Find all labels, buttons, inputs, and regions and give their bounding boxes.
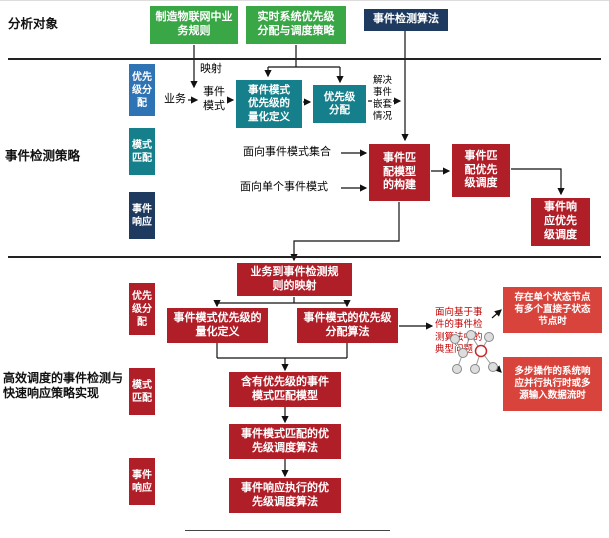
label-business: 业务 [164,93,186,105]
box-event-detection-algorithm: 事件检测算法 [364,9,448,31]
box-response-priority-scheduling: 事件响 应优先 级调度 [531,198,590,246]
box-priority-match-model: 含有优先级的事件 模式匹配模型 [229,372,341,407]
footer-rule [185,530,390,531]
box-rule-mapping: 业务到事件检测规 则的映射 [237,263,352,296]
section-label-detection-strategy: 事件检测策略 [5,149,81,163]
box-realtime-strategy: 实时系统优先级 分配与调度策略 [246,6,346,44]
label-pattern-set: 面向事件模式集合 [243,146,331,158]
side-label-pattern-match-bottom: 模式 匹配 [129,368,155,415]
box-match-scheduling-algorithm: 事件模式匹配的优 先级调度算法 [229,424,341,459]
box-match-priority-scheduling: 事件匹 配优先 级调度 [452,144,510,197]
box-match-model-construction: 事件匹 配模型 的构建 [369,144,430,201]
side-label-event-response-mid: 事件 响应 [129,192,155,239]
state-node-diagram [450,330,498,374]
highlighted-node [474,344,488,358]
label-single-pattern: 面向单个事件模式 [240,181,328,193]
label-mapping: 映射 [199,63,223,77]
box-response-scheduling-algorithm: 事件响应执行的优 先级调度算法 [229,478,341,513]
section-label-implementation: 高效调度的事件检测与 快速响应策略实现 [3,371,124,400]
box-problem-multi-step: 多步操作的系统响 应并行执行时或多 源输入数据流时 [503,357,602,411]
box-problem-single-node: 存在单个状态节点 有多个直接子状态 节点时 [503,287,602,333]
box-business-rules: 制造物联网中业 务规则 [150,6,238,44]
side-label-pattern-match-mid: 模式 匹配 [129,128,155,175]
side-label-event-response-bottom: 事件 响应 [129,458,155,505]
section-divider-top [8,58,601,60]
box-priority-assignment-algorithm: 事件模式的优先级 分配算法 [297,308,398,343]
label-event-pattern: 事件 模式 [203,86,225,112]
section-label-analysis: 分析对象 [8,17,59,31]
box-quantitative-definition-mid: 事件模式 优先级的 量化定义 [236,80,302,128]
box-priority-assignment-mid: 优先级 分配 [313,85,366,123]
section-divider-middle [8,256,601,258]
label-solve-nesting: 解决 事件 嵌套 情况 [372,75,394,123]
side-label-priority-assign-mid: 优先 级分 配 [129,64,155,116]
box-quantitative-definition-bottom: 事件模式优先级的 量化定义 [167,308,268,343]
side-label-priority-assign-bottom: 优先 级分 配 [129,283,155,335]
